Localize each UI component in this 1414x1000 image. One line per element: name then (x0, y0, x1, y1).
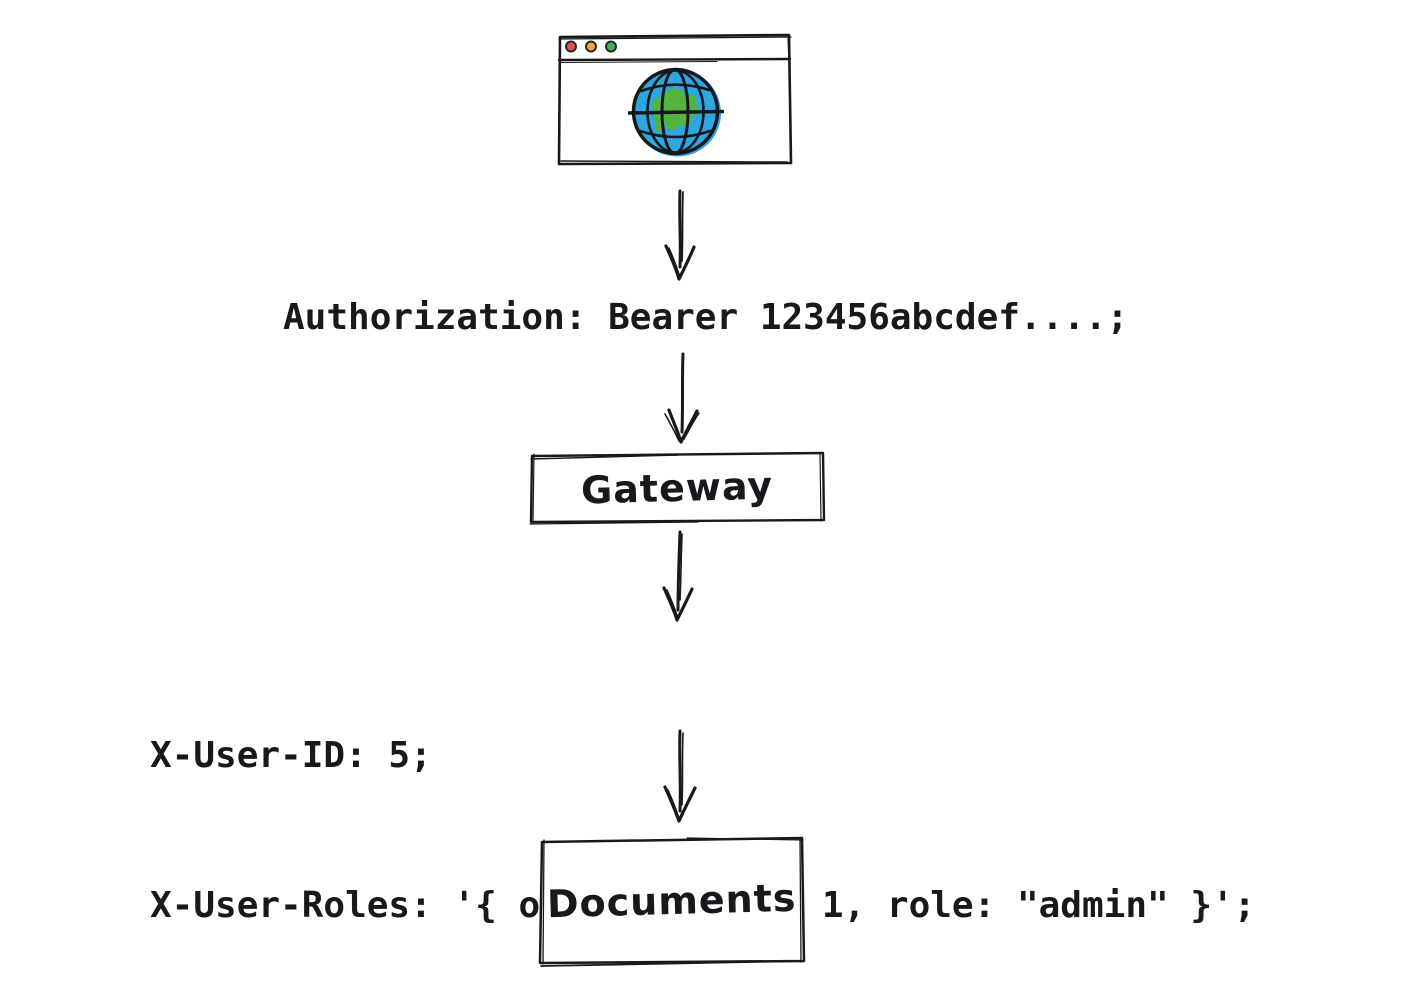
documents-node-label: Documents (546, 875, 798, 927)
flow-arrow-browser-to-auth (659, 189, 703, 283)
close-dot-icon (566, 42, 576, 52)
authorization-header-text: Authorization: Bearer 123456abcdef....; (283, 297, 1129, 338)
browser-window-node (557, 33, 793, 167)
minimize-dot-icon (586, 42, 596, 52)
gateway-node-label: Gateway (580, 462, 775, 513)
flow-arrow-auth-to-gateway (661, 352, 705, 446)
documents-node: Documents (537, 835, 807, 967)
documents-box-sketch (537, 835, 807, 967)
maximize-dot-icon (606, 42, 616, 52)
gateway-node: Gateway (528, 450, 827, 525)
flow-arrow-headers-to-documents (659, 729, 703, 823)
flow-arrow-gateway-to-headers (657, 530, 701, 624)
globe-icon (628, 64, 724, 157)
gateway-box-sketch (528, 450, 827, 525)
x-user-id-header-text: X-User-ID: 5; (150, 735, 432, 776)
